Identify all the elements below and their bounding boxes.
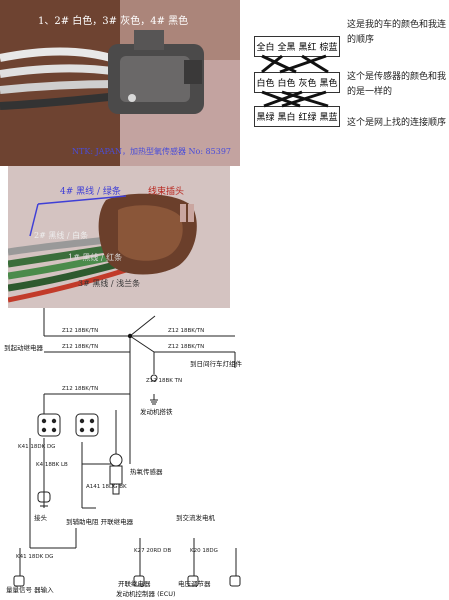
- wire-mid-left-label: Z12 18BK/TN: [62, 344, 98, 350]
- engine-ground-label: 发动机搭铁: [140, 407, 173, 416]
- wire-mid-right-label: Z12 18BK/TN: [168, 344, 204, 350]
- sensor-wire-4: 黑色: [319, 79, 338, 89]
- wire-right-label: Z12 18BK/TN: [168, 328, 204, 334]
- heated-o2-sensor-label: 热氧传感器: [130, 467, 163, 476]
- web-wire-order-box: 黑绿 黑白 红绿 黑蓝: [254, 106, 340, 127]
- to-fuel-pump-label: 到辅助电阻 开联继电器: [66, 517, 134, 526]
- web-wire-4: 黑蓝: [319, 113, 338, 123]
- ground-label: 接头: [34, 513, 48, 522]
- harness-connector-illustration: [8, 166, 230, 308]
- wire-z12-label: Z12 18BK TN: [146, 378, 182, 384]
- wire-top-label: Z12 18BK/TN: [62, 328, 98, 334]
- car-wire-2: 全黑: [277, 43, 296, 53]
- a141-label: A141 18DG BK: [86, 484, 127, 490]
- regulator-label: 电压调节器: [178, 579, 211, 588]
- k4-label: K4 18BK LB: [36, 462, 68, 468]
- to-daytime-light-label: 到日间行车灯组件: [190, 359, 243, 368]
- sensor-connector-illustration: [0, 0, 240, 166]
- photo-footer: NTK: JAPAN，加热型氧传感器 No: 85397: [72, 147, 232, 156]
- web-wire-1: 黑绿: [256, 113, 275, 123]
- sensor-input-label: 量量信号 器输入: [6, 585, 54, 594]
- k41-label: K41 18DK DG: [18, 444, 55, 450]
- sensor-connector-photo: 1、2# 白色，3# 灰色，4# 黑色 NTK: JAPAN，加热型氧传感器 N…: [0, 0, 240, 166]
- k27-label: K27 20RD DB: [134, 548, 171, 554]
- k20-label: K20 18DG: [190, 548, 218, 554]
- sensor-wire-1: 白色: [256, 79, 275, 89]
- sensor-wire-3: 灰色: [298, 79, 317, 89]
- relay-bottom-label: 开联继电器: [118, 579, 151, 588]
- web-wire-3: 红绿: [298, 113, 317, 123]
- wire-label-2: 2# 黑线 / 白条: [34, 231, 89, 240]
- sensor-wire-2: 白色: [277, 79, 296, 89]
- harness-plug-label: 线束插头: [148, 187, 185, 197]
- car-wire-order-box: 全白 全黑 黑红 棕蓝: [254, 36, 340, 57]
- car-wire-3: 黑红: [298, 43, 317, 53]
- car-wire-1: 全白: [256, 43, 275, 53]
- web-wire-2: 黑白: [277, 113, 296, 123]
- wire-label-1: 1# 黑线 / 红条: [68, 253, 123, 262]
- wire-crossing-lines: [261, 54, 329, 108]
- web-order-note: 这个是网上找的连接顺序: [347, 118, 447, 128]
- wire-label-4: 4# 黑线 / 绿条: [60, 187, 121, 197]
- wiring-schematic: Z12 18BK/TN Z12 18BK/TN Z12 18BK/TN Z12 …: [0, 308, 449, 600]
- to-starter-relay-label: 到起动继电器: [4, 343, 44, 352]
- car-wire-4: 棕蓝: [319, 43, 338, 53]
- wire-label-3: 3# 黑线 / 浅兰条: [78, 279, 141, 288]
- photo-caption: 1、2# 白色，3# 灰色，4# 黑色: [38, 16, 189, 27]
- ecu-label: 发动机控制器 (ECU): [116, 589, 176, 598]
- to-alternator-label: 到交流发电机: [176, 513, 216, 522]
- car-order-note: 这是我的车的颜色和我连的顺序: [347, 20, 447, 45]
- sensor-color-note: 这个是传感器的颜色和我的是一样的: [347, 72, 447, 97]
- k41-bottom-label: K41 18DK DG: [16, 554, 53, 560]
- wire-lower-label: Z12 18BK/TN: [62, 386, 98, 392]
- harness-connector-photo: 4# 黑线 / 绿条 线束插头 2# 黑线 / 白条 1# 黑线 / 红条 3#…: [8, 166, 230, 308]
